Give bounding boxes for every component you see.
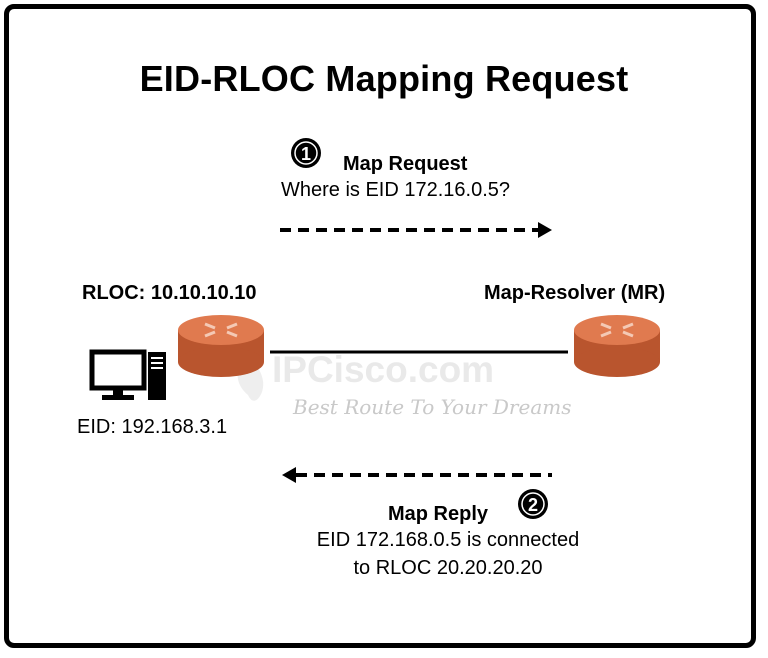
desktop-computer-icon: [89, 349, 166, 400]
map-request-arrow: [280, 222, 552, 238]
left-router-icon: [178, 315, 264, 377]
left-router-label: RLOC: 10.10.10.10: [82, 282, 257, 304]
map-reply-text-line1: EID 172.168.0.5 is connected: [316, 529, 580, 551]
right-router-icon: [574, 315, 660, 377]
watermark-tagline: Best Route To Your Dreams: [292, 395, 571, 419]
watermark: IPCisco.com Best Route To Your Dreams: [237, 345, 571, 419]
step-2-badge: 2: [518, 489, 548, 519]
map-request-label: Map Request: [343, 153, 468, 175]
map-reply-text-line2: to RLOC 20.20.20.20: [353, 557, 543, 579]
watermark-brand: IPCisco.com: [272, 349, 494, 390]
map-request-text: Where is EID 172.16.0.5?: [281, 179, 511, 201]
step-2-number: 2: [528, 495, 538, 515]
step-1-badge: 1: [291, 138, 321, 168]
diagram-title: EID-RLOC Mapping Request: [139, 58, 629, 99]
map-reply-arrow: [282, 467, 552, 483]
map-reply-label: Map Reply: [388, 503, 489, 525]
host-eid-label: EID: 192.168.3.1: [77, 416, 228, 438]
step-1-number: 1: [301, 144, 311, 164]
right-router-label: Map-Resolver (MR): [484, 282, 666, 304]
